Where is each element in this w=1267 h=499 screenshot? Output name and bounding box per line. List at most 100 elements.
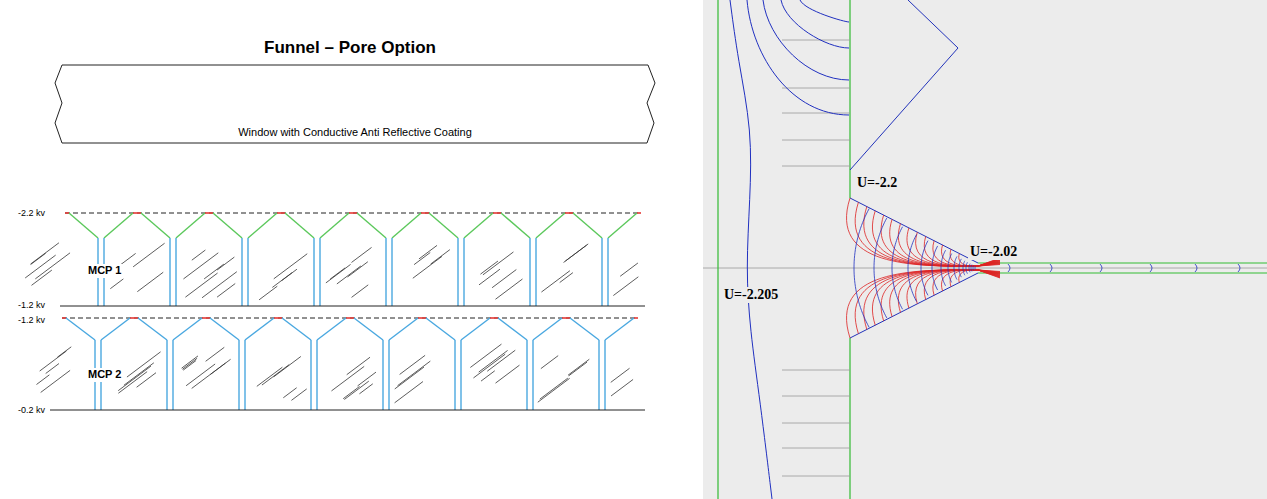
electron-trajectory xyxy=(924,270,1000,300)
electron-trajectory xyxy=(950,270,1000,287)
glass-hatch xyxy=(398,361,431,386)
bias-plane xyxy=(65,213,641,214)
funnel-wall xyxy=(429,213,458,238)
equipotential-line xyxy=(1008,264,1010,272)
grid-tick xyxy=(782,40,850,41)
channel-wall xyxy=(604,340,605,410)
glass-hatch xyxy=(331,366,364,391)
glass-hatch xyxy=(183,253,218,279)
glass-hatch xyxy=(217,284,235,298)
mcp-cross-section xyxy=(25,213,645,410)
equipotential-line xyxy=(941,250,946,286)
channel-wall xyxy=(244,340,245,410)
funnel-wall xyxy=(282,318,311,340)
channel-wall xyxy=(463,238,464,306)
channel-wall xyxy=(526,340,527,410)
funnel-wall xyxy=(320,213,349,238)
glass-hatch xyxy=(137,272,163,291)
electron-trajectory xyxy=(933,270,1000,296)
glass-hatch xyxy=(541,356,558,369)
channel-wall xyxy=(598,340,599,410)
glass-hatch xyxy=(262,365,289,385)
electrode-line xyxy=(849,0,850,198)
mcp-plate: MCP 2 xyxy=(60,318,645,410)
channel-wall xyxy=(319,238,320,306)
glass-hatch xyxy=(127,352,161,377)
channel-wall xyxy=(316,340,317,410)
channel-wall xyxy=(382,340,383,410)
glass-hatch xyxy=(259,286,277,300)
electrode-line xyxy=(849,338,850,499)
equipotential-line xyxy=(854,209,869,328)
funnel-wall xyxy=(573,213,602,238)
glass-hatch xyxy=(541,271,569,292)
pore-rim xyxy=(274,317,282,319)
window-plate: Window with Conductive Anti Reflective C… xyxy=(55,65,655,143)
pore-rim xyxy=(65,212,69,214)
funnel-wall xyxy=(608,213,637,238)
channel-wall xyxy=(391,238,392,306)
glass-hatch xyxy=(479,350,508,372)
glass-hatch xyxy=(483,252,514,275)
equipotential-line xyxy=(1195,264,1197,272)
glass-hatch xyxy=(568,359,589,375)
voltage-label: -2.2 kv xyxy=(16,208,47,219)
funnel-wall xyxy=(213,213,242,238)
glass-hatch xyxy=(611,368,630,382)
equipotential-line xyxy=(747,0,849,115)
funnel-wall xyxy=(501,213,530,238)
glass-hatch xyxy=(352,285,369,298)
glass-hatch xyxy=(182,356,198,368)
potential-label: U=-2.2 xyxy=(855,175,899,192)
funnel-wall xyxy=(176,213,205,238)
grid-tick xyxy=(782,448,850,449)
funnel-wall xyxy=(317,318,346,340)
funnel-wall xyxy=(138,318,167,340)
glass-hatch xyxy=(57,347,71,357)
equipotential-line xyxy=(948,254,952,283)
glass-hatch xyxy=(419,245,437,259)
electron-trajectory xyxy=(855,270,1000,334)
equipotential-line xyxy=(908,234,917,301)
channel-wall xyxy=(169,238,170,306)
pore-rim xyxy=(418,317,426,319)
channel-wall xyxy=(454,340,455,410)
bias-plane xyxy=(62,318,638,319)
glass-hatch xyxy=(217,257,234,270)
electron-trajectory xyxy=(907,270,1000,308)
grid-tick xyxy=(782,396,850,397)
channel-wall xyxy=(388,340,389,410)
pore-rim xyxy=(421,212,429,214)
glass-hatch xyxy=(31,253,46,264)
channel-wall xyxy=(460,340,461,410)
glass-hatch xyxy=(110,279,123,289)
channel-wall xyxy=(601,238,602,306)
funnel-wall xyxy=(605,318,634,340)
glass-hatch xyxy=(182,358,197,369)
glass-hatch xyxy=(257,367,283,386)
glass-hatch xyxy=(283,388,296,398)
voltage-label: -1.2 kv xyxy=(16,300,47,311)
equipotential-line xyxy=(763,0,849,80)
glass-hatch xyxy=(569,362,587,376)
glass-hatch xyxy=(413,256,442,278)
plot-ground xyxy=(703,0,1267,499)
channel-wall xyxy=(166,340,167,410)
channel-wall xyxy=(457,238,458,306)
channel-wall xyxy=(535,238,536,306)
glass-hatch xyxy=(291,389,306,400)
equipotential-line xyxy=(892,227,903,310)
glass-hatch xyxy=(611,379,633,396)
funnel-wall xyxy=(104,213,133,238)
electron-trajectory xyxy=(890,270,1000,317)
equipotential-line xyxy=(1150,264,1152,272)
funnel-wall xyxy=(533,318,562,340)
glass-hatch xyxy=(206,347,225,361)
funnel-wall xyxy=(461,318,490,340)
glass-hatch xyxy=(613,277,638,296)
glass-hatch xyxy=(344,381,368,399)
equipotential-line xyxy=(966,262,967,274)
pore-rim xyxy=(490,317,498,319)
glass-hatch xyxy=(337,266,361,284)
